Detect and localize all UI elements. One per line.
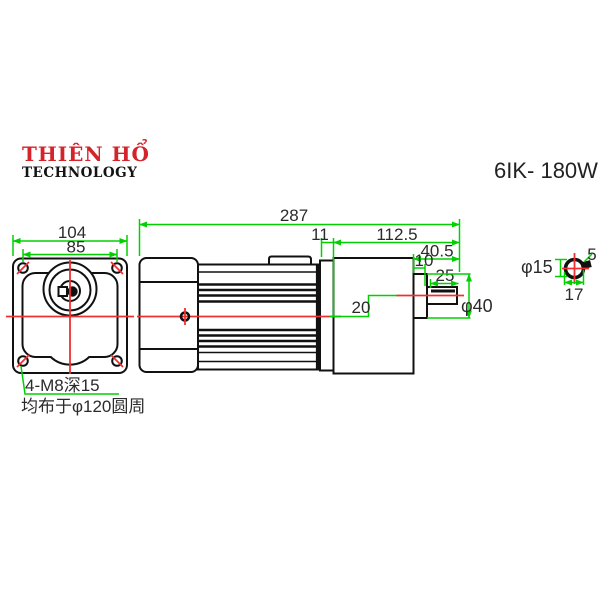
logo-name: THIÊN HỔ [22,142,150,166]
logo-subtitle: TECHNOLOGY [22,165,138,181]
hole-centermark-tr [110,261,124,275]
dim-key-width: 5 [587,245,596,264]
key-section [580,260,592,270]
shaft-keyway-flat [431,289,455,293]
terminal-box [268,255,312,265]
note-tapped-holes: 4-M8深15 [25,376,100,395]
dim-flange-width: 104 [58,223,86,242]
shaft-section-detail: φ15 5 17 [521,245,597,304]
side-view-dimensions: 287 11 112.5 40.5 10 25 φ40 [138,206,493,319]
note-bolt-circle: 均布于φ120圆周 [21,397,145,416]
dim-offset-leader [330,294,397,318]
note-leader-line [20,365,119,395]
model-number: 6IK- 180W [494,158,598,183]
company-logo: THIÊN HỔ TECHNOLOGY [22,144,150,181]
side-view [137,255,464,375]
dim-shaft-end-total: 40.5 [420,242,453,261]
dim-across-key: 17 [565,285,584,304]
hole-centermark-br [110,354,124,368]
keyway-slot [57,286,68,297]
hole-centermark-tl [16,261,30,275]
dim-spacer-length: 11 [311,225,329,244]
hole-centermark-bl [16,354,30,368]
motor-flange-spacer [319,259,335,372]
dim-gearhead-length: 112.5 [376,225,417,244]
dim-shaft-diameter: φ15 [521,257,553,277]
dim-bolt-spacing: 85 [67,238,86,257]
shaft-end [67,286,78,297]
front-view [6,257,134,374]
dim-total-length: 287 [280,206,308,225]
dim-boss-diameter: φ40 [461,296,493,316]
dim-boss-length: 10 [415,251,434,270]
dim-shaft-length: 25 [436,266,455,285]
dim-axis-offset: 20 [352,298,371,317]
front-view-dimensions: 104 85 4-M8深15 均布于φ120圆周 [12,223,145,416]
